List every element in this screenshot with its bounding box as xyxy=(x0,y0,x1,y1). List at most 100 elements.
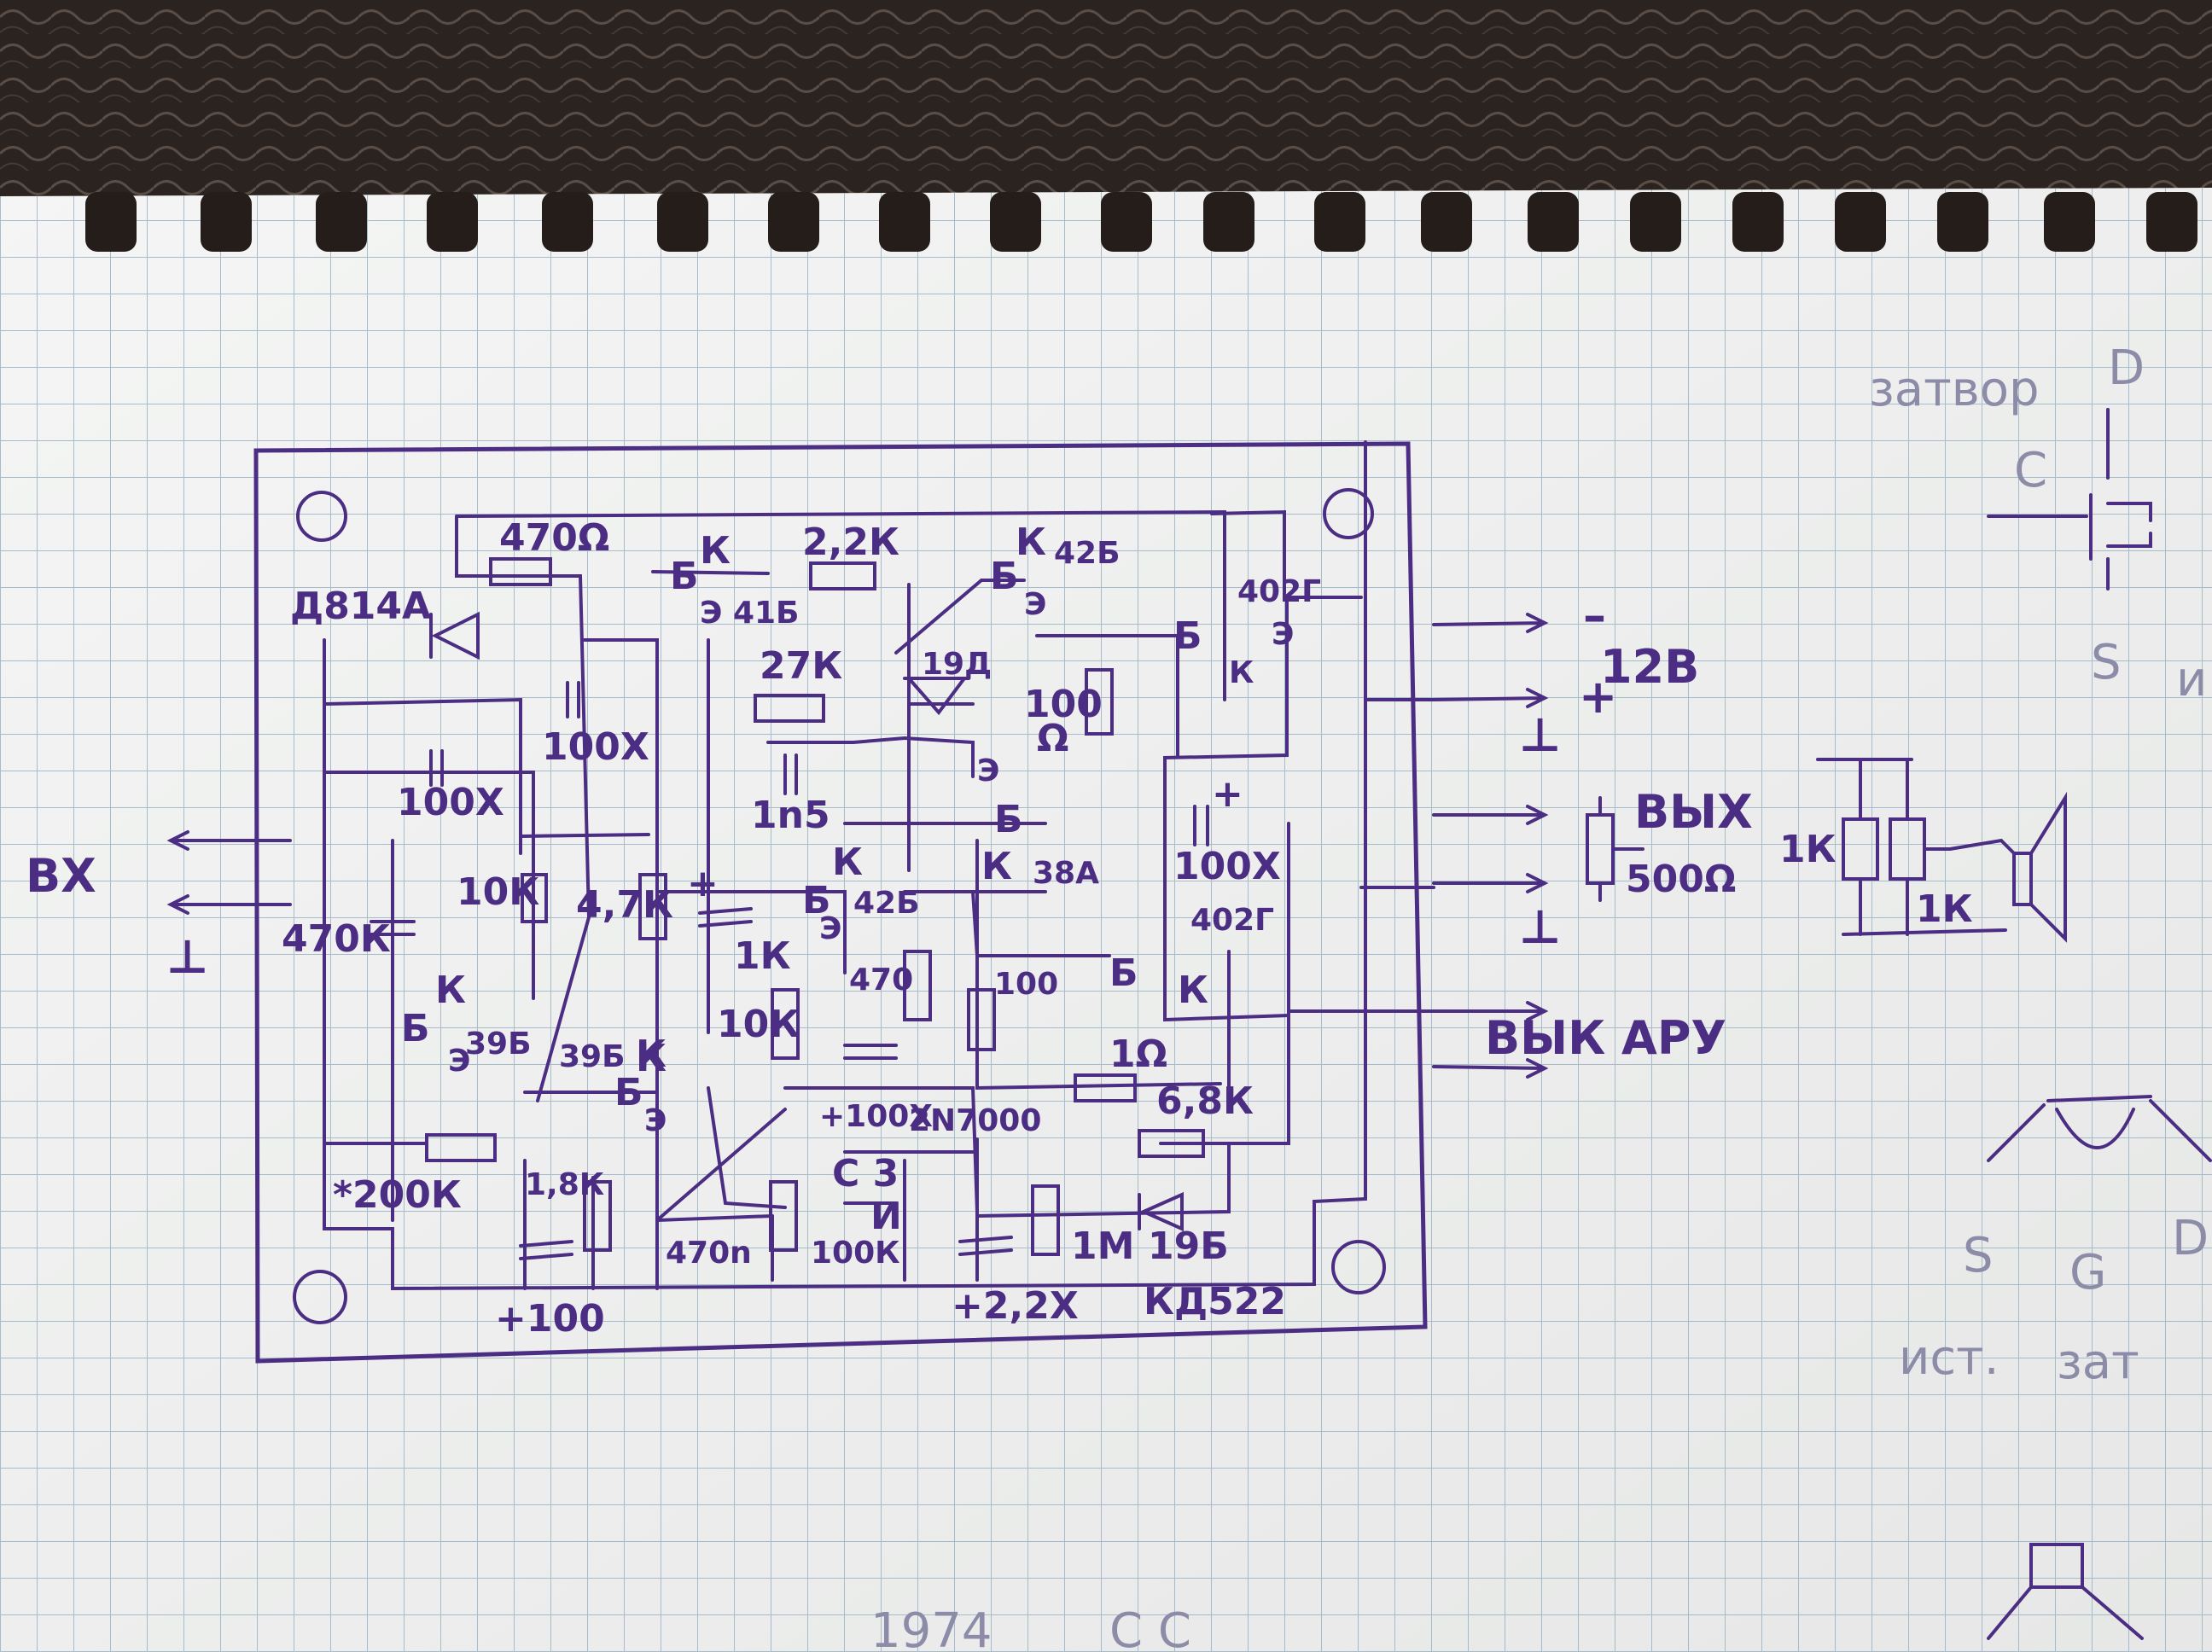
label-vyh: ВЫХ xyxy=(1634,785,1753,839)
label-c2k2: +2,2Х xyxy=(952,1284,1079,1328)
label-e2: Э xyxy=(1024,587,1046,622)
label-r500: 500Ω xyxy=(1626,858,1736,901)
label-c470-k: 470К xyxy=(282,917,391,961)
label-e4: Э xyxy=(977,753,999,788)
label-d19b: 19Б xyxy=(1148,1224,1229,1268)
mount-hole-bottom-left xyxy=(293,1270,347,1324)
label-r4k7: 4,7К xyxy=(576,883,673,927)
label-r470b: 470 xyxy=(849,963,913,998)
label-r1k-a: 1К xyxy=(1779,828,1837,871)
label-plus-a: + xyxy=(687,862,719,905)
pencil-zatvor: затвор xyxy=(1869,362,2040,417)
label-t39b-a: 39Б xyxy=(465,1027,532,1062)
label-t42b-top: 42Б xyxy=(1054,536,1121,571)
pencil-ist: ист. xyxy=(1899,1330,2000,1386)
label-k9: К xyxy=(636,1037,667,1080)
label-r10k-b: 10К xyxy=(717,1003,800,1046)
label-r100k: 100К xyxy=(811,1236,900,1271)
capacitor-2k2 xyxy=(958,1236,1013,1256)
diode-19d xyxy=(903,677,970,716)
label-b6: Б xyxy=(401,1007,430,1050)
label-k6: К xyxy=(435,969,466,1012)
capacitor-100x-c xyxy=(1193,805,1209,846)
resistor-470 xyxy=(489,557,552,586)
label-minus12: – xyxy=(1583,589,1606,643)
label-r2k2: 2,2К xyxy=(802,521,899,564)
label-k4: К xyxy=(832,841,863,884)
pencil-zat: зат xyxy=(2057,1335,2139,1390)
label-vyh-aru: ВЫК АРУ xyxy=(1485,1011,1726,1065)
label-e7: Э xyxy=(644,1103,667,1138)
label-r1k8: 1,8К xyxy=(525,1167,604,1202)
label-b7: Б xyxy=(1109,951,1138,995)
label-r470: 470Ω xyxy=(499,516,609,560)
label-gnd-left: ⊥ xyxy=(166,930,208,984)
label-t39b-b: 39Б xyxy=(559,1039,626,1074)
pencil-bottom-a: 1974 xyxy=(870,1603,992,1652)
label-plus-b: + xyxy=(1212,772,1243,816)
label-k3: К xyxy=(1229,655,1254,690)
label-c3: С 3 xyxy=(832,1152,899,1195)
label-e3: Э xyxy=(1272,617,1294,652)
label-b3: Б xyxy=(1173,614,1202,658)
label-c100x-a: 100Х xyxy=(542,725,649,769)
label-e41b: Э 41Б xyxy=(700,596,800,631)
resistor-1ohm xyxy=(1074,1073,1137,1102)
pencil-g: G xyxy=(2069,1245,2106,1300)
label-r402g-mid: 402Г xyxy=(1190,903,1274,938)
label-r10k-a: 10К xyxy=(457,870,539,914)
spiral-holes xyxy=(85,192,2197,252)
label-b4: Б xyxy=(994,798,1023,841)
resistor-200k xyxy=(425,1133,497,1162)
label-r100ohm: 100 xyxy=(1024,683,1103,726)
diode-kd522 xyxy=(1138,1191,1184,1232)
resistor-1k8 xyxy=(583,1180,612,1252)
pencil-bottom-b: С С xyxy=(1109,1603,1191,1652)
capacitor-1n5 xyxy=(783,753,798,795)
mount-hole-top-right xyxy=(1323,488,1374,539)
label-d19d: 19Д xyxy=(922,647,992,682)
handwritten-labels: BX 470Ω Д814А К Б Э 41Б 2,2К К Б 42Б Э 4… xyxy=(26,516,1973,1341)
label-r100ohm-unit: Ω xyxy=(1037,717,1068,760)
resistor-6k8 xyxy=(1138,1129,1205,1158)
label-b1: Б xyxy=(670,555,699,598)
capacitor-1k xyxy=(698,907,753,928)
pencil-i-side: и xyxy=(2176,652,2207,707)
pencil-c: С xyxy=(2014,443,2047,498)
diode-d814a xyxy=(429,611,480,660)
label-r27k: 27К xyxy=(760,644,842,688)
label-c470n: 470n xyxy=(666,1236,752,1271)
capacitor-100x-a xyxy=(566,681,580,718)
label-r1k-b: 1К xyxy=(1916,887,1973,931)
resistor-2k2 xyxy=(809,561,876,590)
label-r1m: 1М xyxy=(1071,1224,1134,1268)
capacitor-470k xyxy=(370,920,416,936)
label-k1: К xyxy=(700,529,731,573)
mount-hole-top-left xyxy=(296,491,347,542)
label-c1n5: 1n5 xyxy=(751,794,830,837)
label-c100x-b: 100Х xyxy=(397,781,504,824)
capacitor-100x-d xyxy=(843,1044,898,1060)
label-r100b: 100 xyxy=(994,967,1058,1002)
label-gnd2: ⊥ xyxy=(1519,900,1561,954)
label-c100x-c: 100Х xyxy=(1173,845,1281,888)
label-k8: К xyxy=(636,1032,667,1076)
notebook-paper xyxy=(0,188,2212,1652)
label-c1k: 1К xyxy=(734,934,791,978)
mount-hole-bottom-right xyxy=(1331,1240,1386,1294)
label-c100-bot: +100 xyxy=(495,1297,605,1341)
capacitor-100 xyxy=(519,1240,573,1260)
circuit-board-sketch xyxy=(166,408,2212,1640)
label-e5: Э xyxy=(819,911,841,946)
label-r402g-top: 402Г xyxy=(1237,574,1321,609)
pencil-d: D xyxy=(2108,340,2145,396)
label-r6k8: 6,8К xyxy=(1156,1079,1254,1123)
label-gnd1: ⊥ xyxy=(1519,708,1561,762)
resistor-10k-a xyxy=(521,873,548,923)
label-r1ohm: 1Ω xyxy=(1109,1032,1167,1076)
pencil-s: S xyxy=(2091,635,2122,690)
board-outline xyxy=(253,441,1428,1364)
label-t38a: 38А xyxy=(1033,856,1099,891)
label-i1: И xyxy=(870,1195,902,1238)
